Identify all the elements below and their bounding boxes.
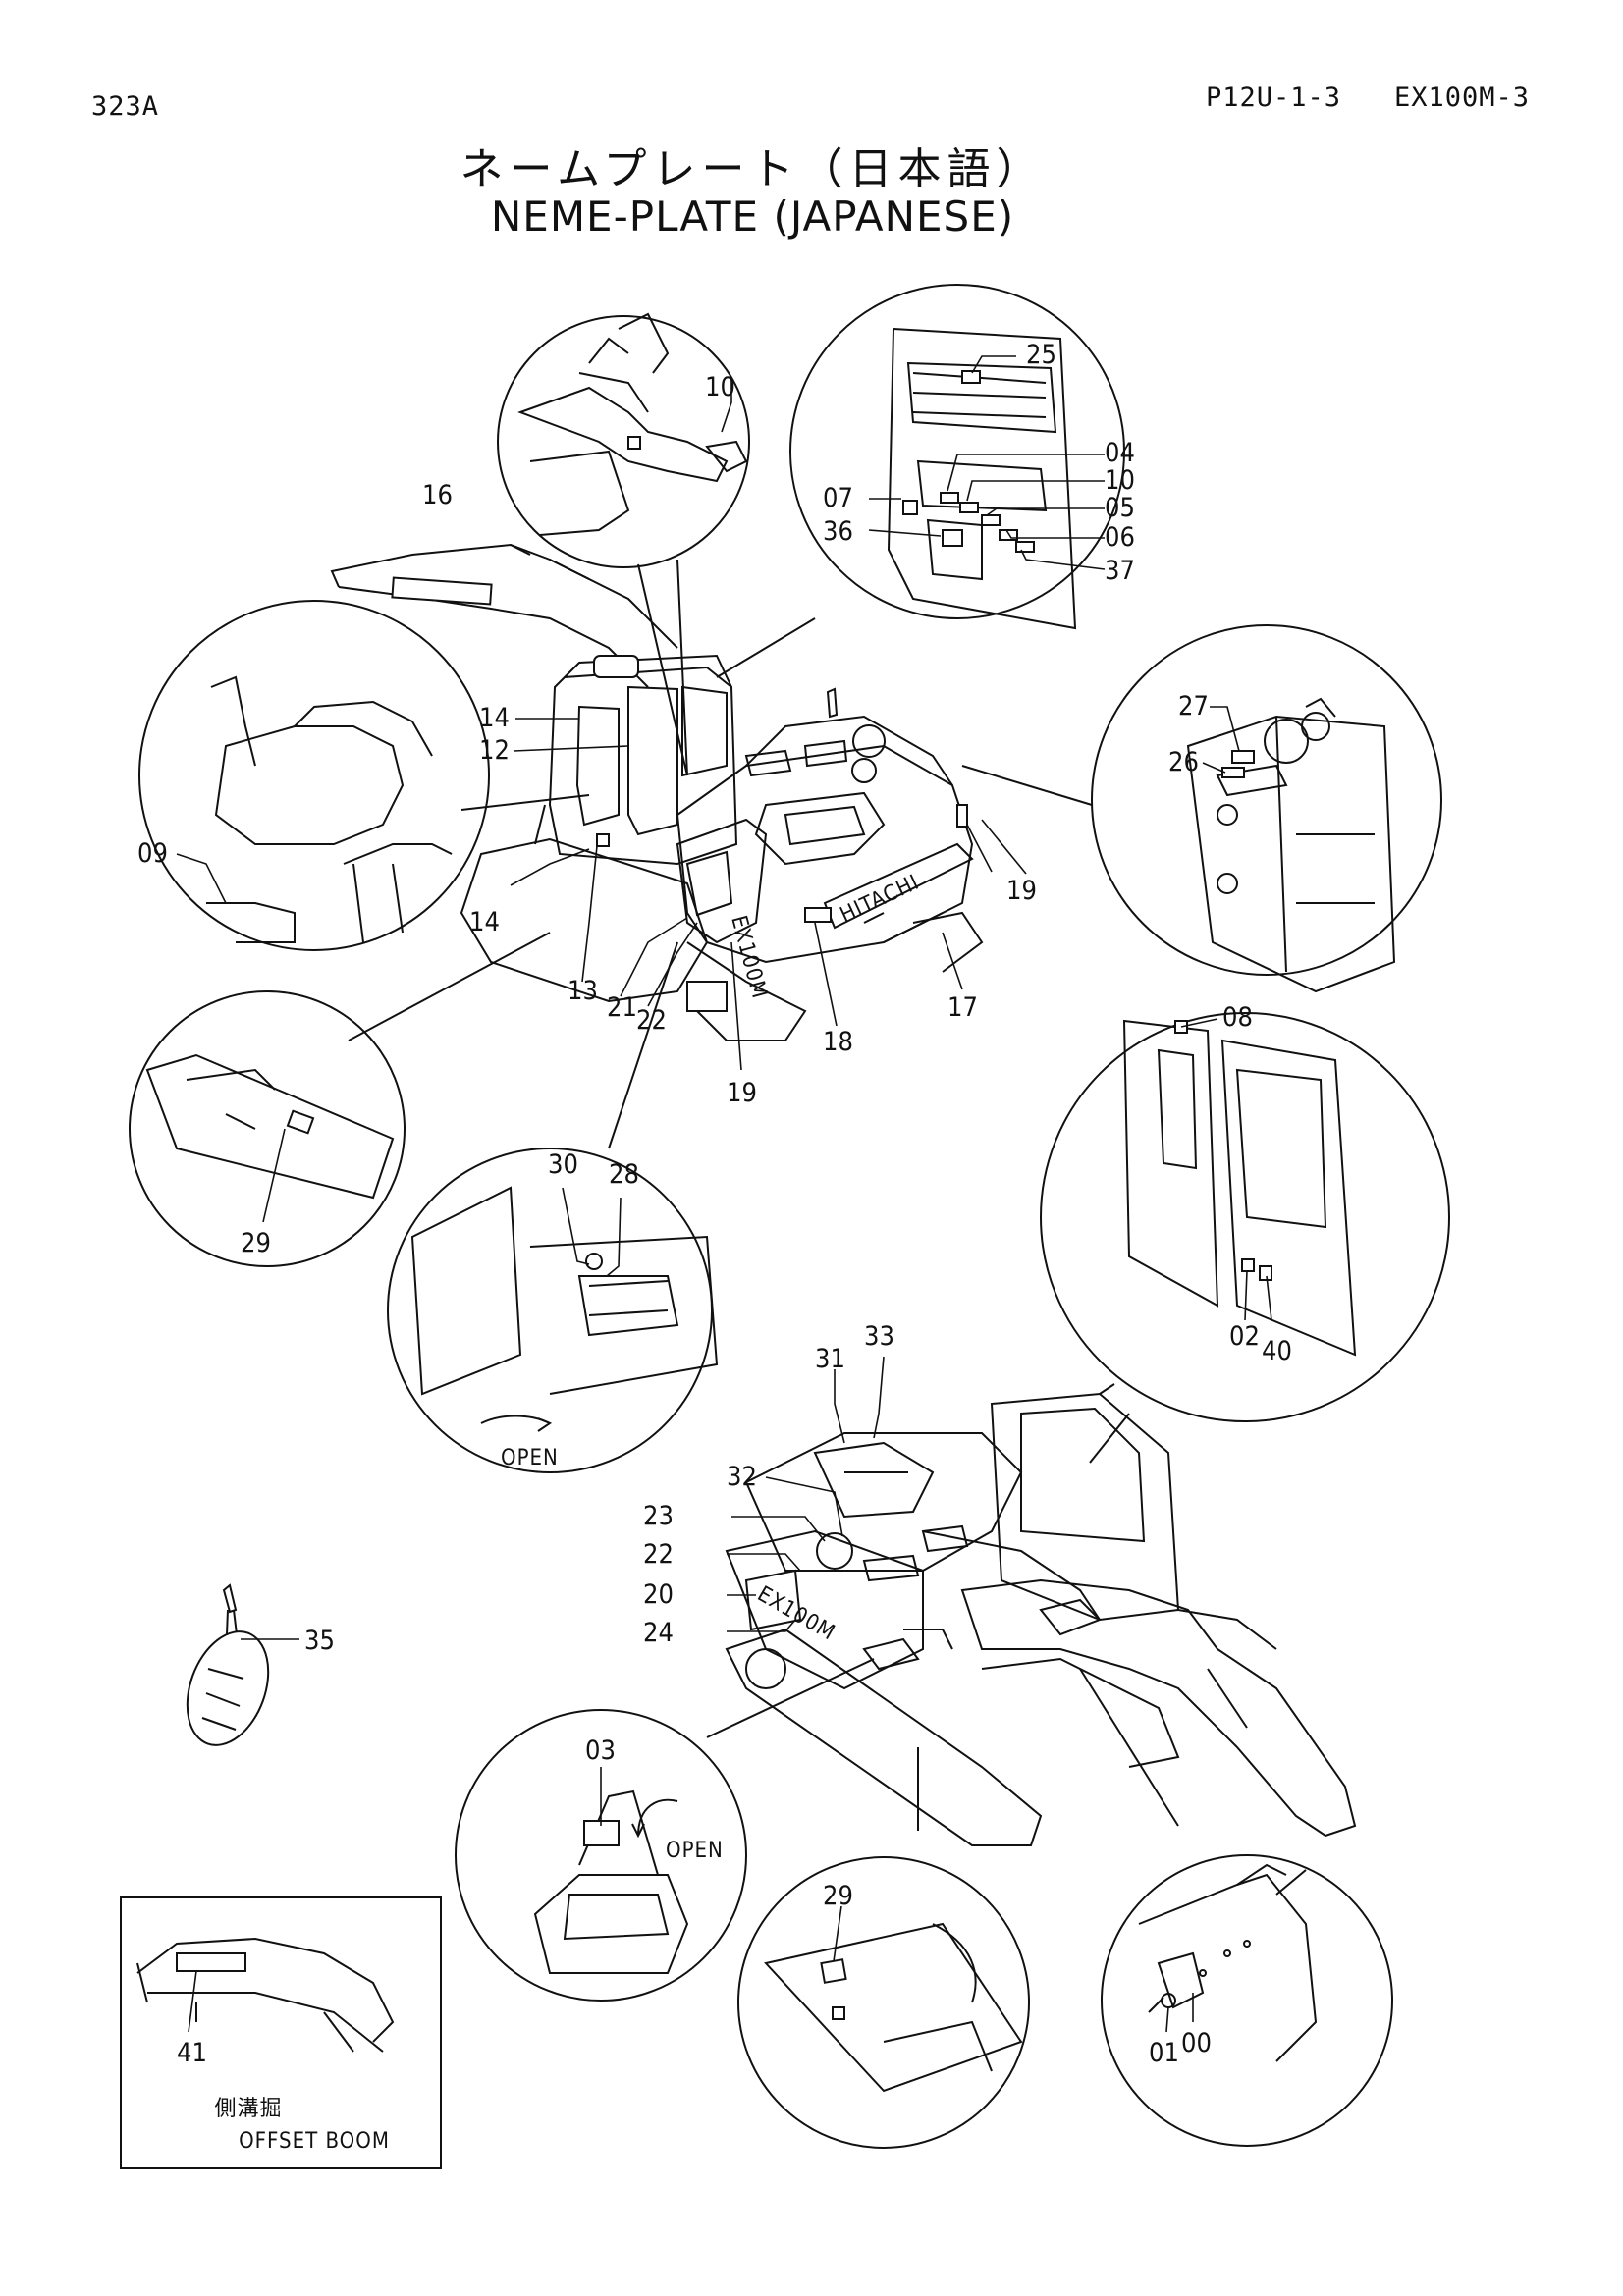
callout-13: 13 bbox=[568, 976, 598, 1006]
plate-05 bbox=[981, 514, 1001, 526]
callout-10: 10 bbox=[1105, 465, 1135, 496]
callout-14-b: 14 bbox=[469, 907, 500, 937]
callout-05: 05 bbox=[1105, 493, 1135, 523]
callout-27: 27 bbox=[1178, 691, 1209, 721]
inset-label-en: OFFSET BOOM bbox=[239, 2129, 390, 2154]
key-tag-drawing bbox=[186, 1583, 270, 1746]
callout-16: 16 bbox=[422, 480, 453, 510]
plate-36 bbox=[942, 529, 963, 547]
detail-circle-lever bbox=[497, 312, 750, 776]
callout-09: 09 bbox=[137, 838, 168, 869]
callout-41: 41 bbox=[177, 2038, 207, 2068]
title-japanese: ネームプレート（日本語） bbox=[460, 144, 1046, 194]
callout-03: 03 bbox=[585, 1735, 616, 1766]
callout-18-b: 19 bbox=[1006, 876, 1037, 906]
callout-24: 24 bbox=[643, 1618, 674, 1648]
plate-13 bbox=[596, 833, 610, 847]
callout-29-b: 29 bbox=[823, 1881, 853, 1911]
open-label-battery: OPEN bbox=[501, 1446, 559, 1470]
callout-26: 26 bbox=[1168, 747, 1199, 777]
offset-boom-inset: 側溝掘 OFFSET BOOM bbox=[120, 1896, 442, 2169]
callout-12: 12 bbox=[479, 735, 510, 766]
callout-32: 32 bbox=[727, 1462, 757, 1492]
callout-25: 25 bbox=[1026, 340, 1056, 370]
callout-37: 37 bbox=[1105, 556, 1135, 586]
plate-29-a bbox=[286, 1109, 315, 1135]
callout-20: 21 bbox=[607, 992, 637, 1023]
callout-22: 22 bbox=[643, 1539, 674, 1570]
page-code: 323A bbox=[91, 91, 160, 122]
callout-33: 33 bbox=[864, 1321, 894, 1352]
detail-circle-door bbox=[716, 284, 1125, 678]
plate-25 bbox=[961, 370, 981, 384]
callout-31: 31 bbox=[815, 1344, 845, 1374]
roof-hatch bbox=[593, 655, 639, 678]
callout-11: 10 bbox=[705, 372, 735, 402]
plate-18-b bbox=[956, 804, 968, 828]
callout-28: 28 bbox=[609, 1159, 639, 1190]
callout-35: 35 bbox=[304, 1626, 335, 1656]
callout-01: 01 bbox=[1149, 2038, 1179, 2068]
callout-00: 00 bbox=[1181, 2028, 1212, 2058]
callout-04: 04 bbox=[1105, 438, 1135, 468]
detail-circle-hatch: OPEN bbox=[455, 1709, 747, 2002]
plate-26 bbox=[1221, 767, 1245, 778]
callout-14-a: 14 bbox=[479, 703, 510, 733]
detail-circle-tank bbox=[961, 624, 1442, 993]
leader-lines bbox=[176, 355, 1272, 2033]
title-english: NEME-PLATE (JAPANESE) bbox=[490, 192, 1015, 240]
upper-excavator-drawing: HITACHI EX100M bbox=[330, 436, 984, 1041]
callout-02: 02 bbox=[1229, 1321, 1260, 1352]
plate-37 bbox=[1015, 541, 1035, 553]
reference-code: P12U-1-3 bbox=[1206, 82, 1342, 113]
plate-29-c bbox=[832, 2006, 845, 2020]
callout-08: 08 bbox=[1222, 1002, 1253, 1033]
detail-circle-seat bbox=[138, 600, 590, 951]
callout-19-lower: 20 bbox=[643, 1579, 674, 1610]
open-label-hatch: OPEN bbox=[666, 1839, 724, 1863]
callout-21: 22 bbox=[636, 1005, 667, 1036]
callout-30: 30 bbox=[548, 1149, 578, 1180]
callout-17: 17 bbox=[947, 992, 978, 1023]
detail-circle-serial bbox=[1101, 1854, 1393, 2147]
callout-numbers: 10 25 04 10 05 06 37 07 36 16 14 12 09 1… bbox=[137, 340, 1292, 2068]
callout-06: 06 bbox=[1105, 522, 1135, 553]
detail-circle-battery: OPEN bbox=[387, 941, 719, 1473]
track-plate bbox=[686, 981, 728, 1012]
callout-23: 23 bbox=[643, 1501, 674, 1531]
plate-18-a bbox=[804, 907, 832, 923]
callout-19-upper: 19 bbox=[727, 1078, 757, 1108]
callout-40: 40 bbox=[1262, 1336, 1292, 1366]
plate-40 bbox=[1259, 1265, 1272, 1281]
detail-circle-track-29 bbox=[129, 932, 551, 1267]
plate-06 bbox=[999, 529, 1018, 541]
boom-plate-16 bbox=[391, 576, 493, 606]
callout-18-a: 18 bbox=[823, 1027, 853, 1057]
detail-circle-cab-door bbox=[1040, 1012, 1450, 1464]
plate-27 bbox=[1231, 750, 1255, 764]
plate-11 bbox=[627, 436, 641, 450]
plate-02 bbox=[1241, 1258, 1255, 1272]
plate-07 bbox=[902, 500, 918, 515]
model-code: EX100M-3 bbox=[1394, 82, 1531, 113]
plate-29-b bbox=[820, 1958, 847, 1984]
detail-circle-track-29-b bbox=[737, 1856, 1030, 2149]
callout-36: 36 bbox=[823, 516, 853, 547]
inset-label-ja: 側溝掘 bbox=[214, 2097, 282, 2121]
callout-07: 07 bbox=[823, 483, 853, 513]
lower-excavator-drawing: EX100M bbox=[706, 1383, 1357, 1846]
callout-29-a: 29 bbox=[241, 1228, 271, 1258]
plate-04 bbox=[940, 492, 959, 504]
plate-10 bbox=[959, 502, 979, 513]
plate-41 bbox=[176, 1952, 246, 1972]
